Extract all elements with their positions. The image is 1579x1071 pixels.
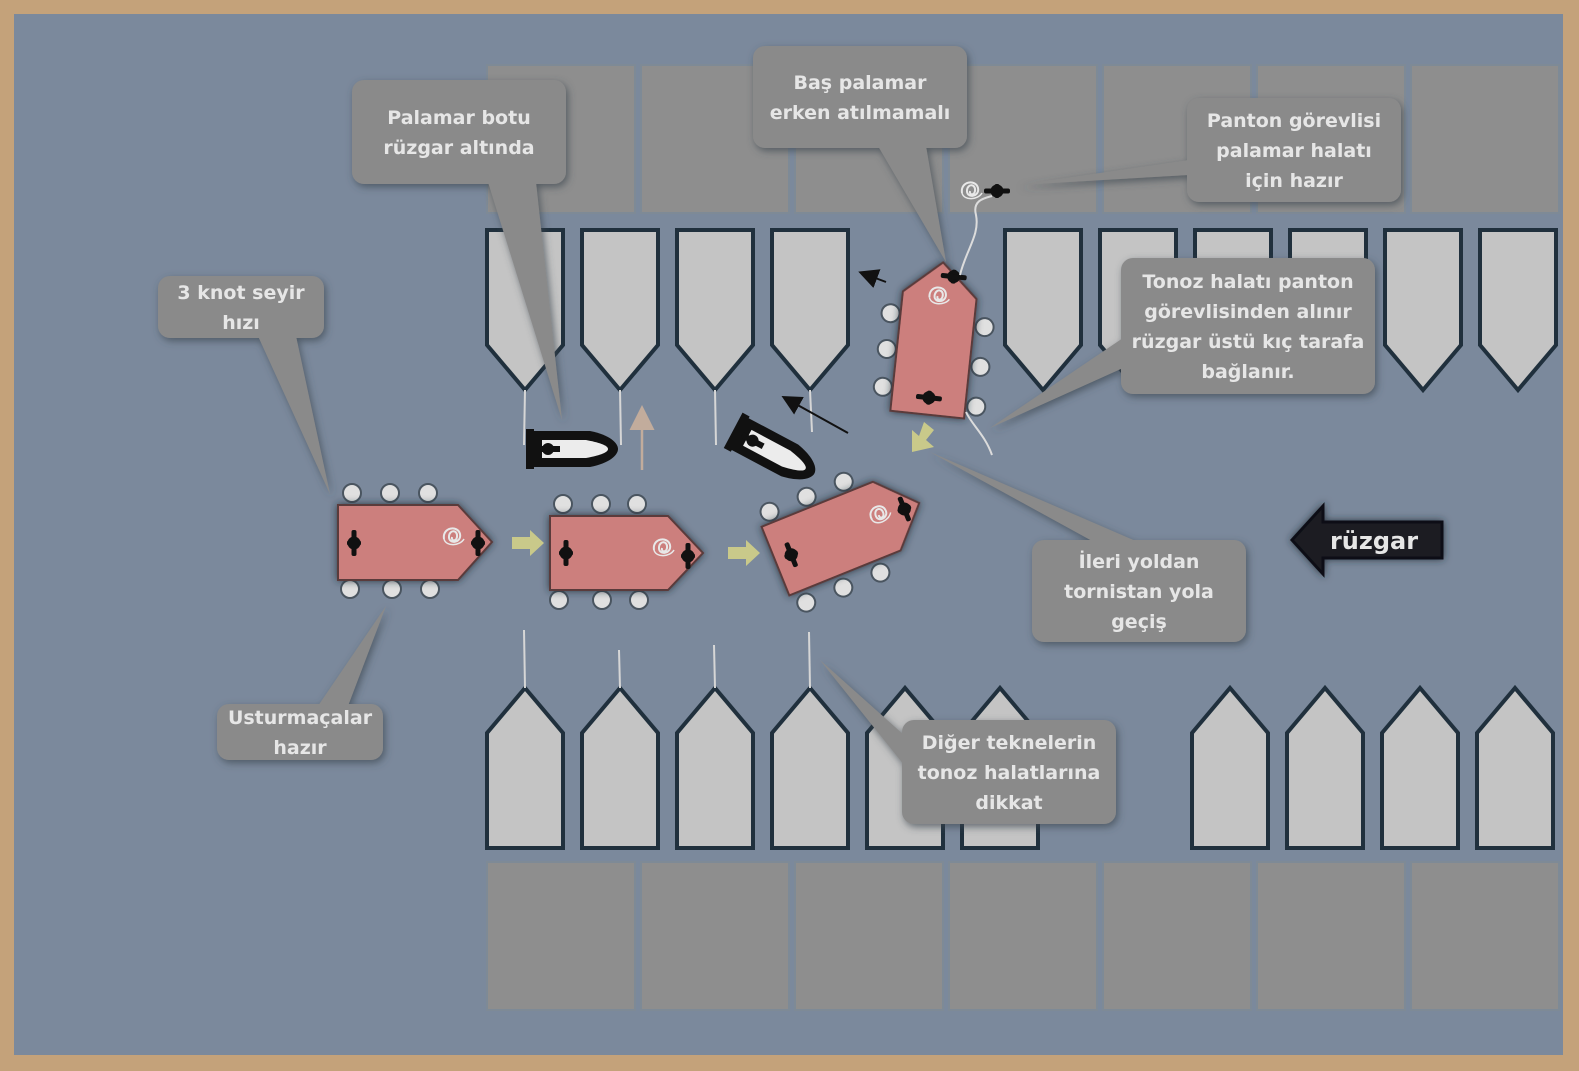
callout-pointer — [1018, 160, 1189, 185]
callout-box — [902, 720, 1116, 824]
callout-box — [217, 704, 383, 760]
bottom-moored-boats — [485, 684, 1555, 850]
callout-pointer — [820, 660, 904, 765]
callout-text-line: 3 knot seyir — [177, 282, 305, 304]
callout-box — [1187, 98, 1401, 202]
maneuvering-boat-1 — [337, 483, 494, 599]
callout-pointer — [990, 338, 1123, 428]
top-mooring-lines — [523, 389, 813, 446]
callout-text-line: Panton görevlisi — [1207, 110, 1381, 132]
callout-text-line: tornistan yola — [1064, 581, 1214, 603]
callout-box — [753, 46, 967, 148]
callout-text-line: erken atılmamalı — [770, 102, 951, 124]
maneuvering-boat-4 — [871, 261, 996, 420]
callout-text-line: Baş palamar — [794, 72, 928, 94]
callout-text-line: palamar halatı — [1216, 140, 1372, 162]
callout-text-line: rüzgar altında — [383, 137, 534, 159]
callout-text-line: Tonoz halatı panton — [1142, 271, 1353, 293]
motion-arrow-boat — [858, 269, 887, 288]
callout-box — [158, 276, 324, 338]
bottom-pontoon-row — [486, 861, 1560, 1011]
callout-box — [352, 80, 566, 184]
callout-panton-gorevlisi: Panton görevlisi palamar halatı için hazır — [1018, 98, 1401, 202]
callout-pointer — [318, 606, 386, 706]
maneuvering-boat-3 — [756, 469, 921, 616]
callout-tonoz-halati: Tonoz halatı panton görevlisinden alınır r… — [990, 258, 1375, 428]
callout-diger-teknelerin: Diğer teknelerin tonoz halatlarına dikkat — [820, 660, 1116, 824]
callout-usturmacalar: Usturmaçalar hazır — [217, 606, 386, 760]
callout-text-line: dikkat — [975, 792, 1042, 814]
callout-pointer — [878, 146, 946, 262]
callout-box — [1032, 540, 1246, 642]
maneuvering-boat-2 — [549, 494, 705, 610]
callout-text-line: için hazır — [1245, 170, 1343, 192]
callout-text-line: rüzgar üstü kıç tarafa — [1132, 331, 1365, 353]
callout-text-line: görevlisinden alınır — [1144, 301, 1352, 323]
callout-pointer — [488, 182, 562, 420]
callout-knot: 3 knot seyir hızı — [158, 276, 330, 494]
flow-arrows — [512, 422, 934, 566]
callout-ileri-yoldan: İleri yoldan tornistan yola geçiş — [930, 452, 1246, 642]
wind-arrow: rüzgar — [1289, 502, 1444, 578]
callout-box — [1121, 258, 1375, 394]
callout-text-line: bağlanır. — [1201, 361, 1294, 383]
callouts: Palamar botu rüzgar altında Baş palamar erk… — [158, 46, 1401, 824]
callout-pointer — [930, 452, 1138, 542]
motion-arrow-dinghy — [781, 396, 849, 434]
lazy-line — [965, 411, 993, 456]
callout-text-line: İleri yoldan — [1079, 549, 1200, 573]
bow-line — [959, 195, 993, 276]
callout-text-line: Diğer teknelerin — [922, 732, 1097, 754]
callout-pointer — [258, 336, 330, 494]
callout-text-line: tonoz halatlarına — [918, 762, 1101, 784]
callout-bas-palamar: Baş palamar erken atılmamalı — [753, 46, 967, 262]
callout-text-line: Usturmaçalar — [228, 707, 373, 729]
callout-text-line: geçiş — [1111, 611, 1167, 633]
callout-text-line: Palamar botu — [387, 107, 530, 129]
bottom-mooring-lines — [523, 629, 811, 689]
wind-label: rüzgar — [1330, 527, 1418, 555]
callout-palamar-botu: Palamar botu rüzgar altında — [352, 80, 566, 420]
callout-text-line: hızı — [222, 312, 260, 334]
callout-text-line: hazır — [273, 737, 327, 759]
